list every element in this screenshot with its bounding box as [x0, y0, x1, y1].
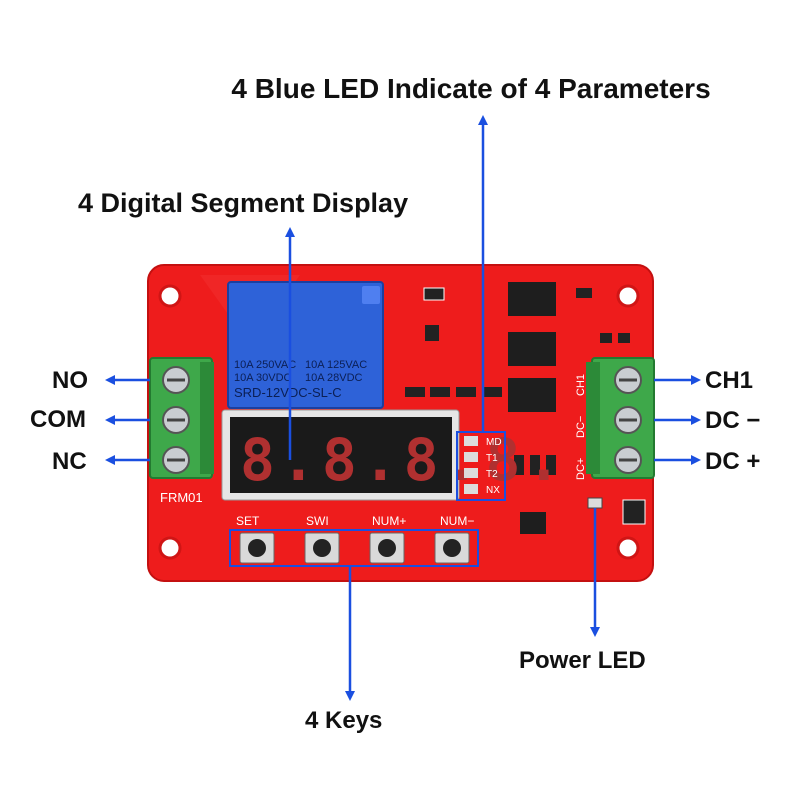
led-label-t2: T2 — [486, 469, 498, 480]
silk-dc-minus: DC− — [575, 416, 587, 438]
terminal-screw-dc-plus — [614, 446, 642, 474]
silk-dc-plus: DC+ — [575, 458, 587, 480]
key-num-plus-button[interactable] — [369, 532, 405, 564]
keys-highlight-box — [229, 529, 479, 567]
display-digits: 8.8.8.8. — [240, 426, 567, 494]
mount-hole-top-right — [616, 284, 640, 308]
relay-rating-2-left: 10A 30VDC — [234, 372, 292, 384]
terminal-screw-ch1 — [614, 366, 642, 394]
relay-model-text: SRD-12VDC-SL-C — [234, 385, 342, 400]
keys-label: 4 Keys — [305, 707, 383, 734]
mount-hole-top-left — [158, 284, 182, 308]
display-callout-label: 4 Digital Segment Display — [78, 188, 409, 218]
power-led — [587, 497, 603, 509]
key-set-button[interactable] — [239, 532, 275, 564]
ch1-label: CH1 — [705, 367, 754, 394]
mount-hole-bottom-right — [616, 536, 640, 560]
seven-segment-display: 8.8.8.8. — [221, 409, 567, 501]
led-t1 — [464, 452, 478, 462]
no-label: NO — [52, 367, 88, 394]
output-terminal-block — [149, 357, 214, 479]
terminal-screw-no — [162, 366, 190, 394]
relay-rating-2-right: 10A 28VDC — [305, 372, 363, 384]
led-md — [464, 436, 478, 446]
terminal-screw-com — [162, 406, 190, 434]
key-label-swi: SWI — [306, 514, 329, 528]
led-nx — [464, 484, 478, 494]
input-terminal-block — [586, 357, 655, 479]
silk-ch1: CH1 — [575, 374, 587, 396]
key-label-num-plus: NUM+ — [372, 514, 406, 528]
terminal-screw-nc — [162, 446, 190, 474]
dc-minus-label: DC − — [705, 407, 761, 434]
key-label-num-minus: NUM− — [440, 514, 474, 528]
dc-plus-label: DC + — [705, 448, 761, 475]
terminal-screw-dc-minus — [614, 406, 642, 434]
led-indicators: MD T1 T2 NX — [456, 431, 506, 501]
nc-label: NC — [52, 448, 87, 475]
led-label-nx: NX — [486, 485, 500, 496]
relay-rating-1-left: 10A 250VAC — [234, 359, 296, 371]
relay-rating-1-right: 10A 125VAC — [305, 359, 367, 371]
leds-callout-label: 4 Blue LED Indicate of 4 Parameters — [231, 73, 711, 104]
led-label-md: MD — [486, 437, 502, 448]
mount-hole-bottom-left — [158, 536, 182, 560]
led-t2 — [464, 468, 478, 478]
callout-arrows — [105, 115, 701, 701]
key-label-set: SET — [236, 514, 260, 528]
key-swi-button[interactable] — [304, 532, 340, 564]
relay: 10A 250VAC 10A 125VAC 10A 30VDC 10A 28VD… — [227, 281, 384, 409]
com-label: COM — [30, 406, 86, 433]
ic-chips — [405, 282, 646, 534]
power-led-label: Power LED — [519, 647, 646, 674]
board-model-label: FRM01 — [160, 490, 203, 505]
key-num-minus-button[interactable] — [434, 532, 470, 564]
led-label-t1: T1 — [486, 453, 498, 464]
